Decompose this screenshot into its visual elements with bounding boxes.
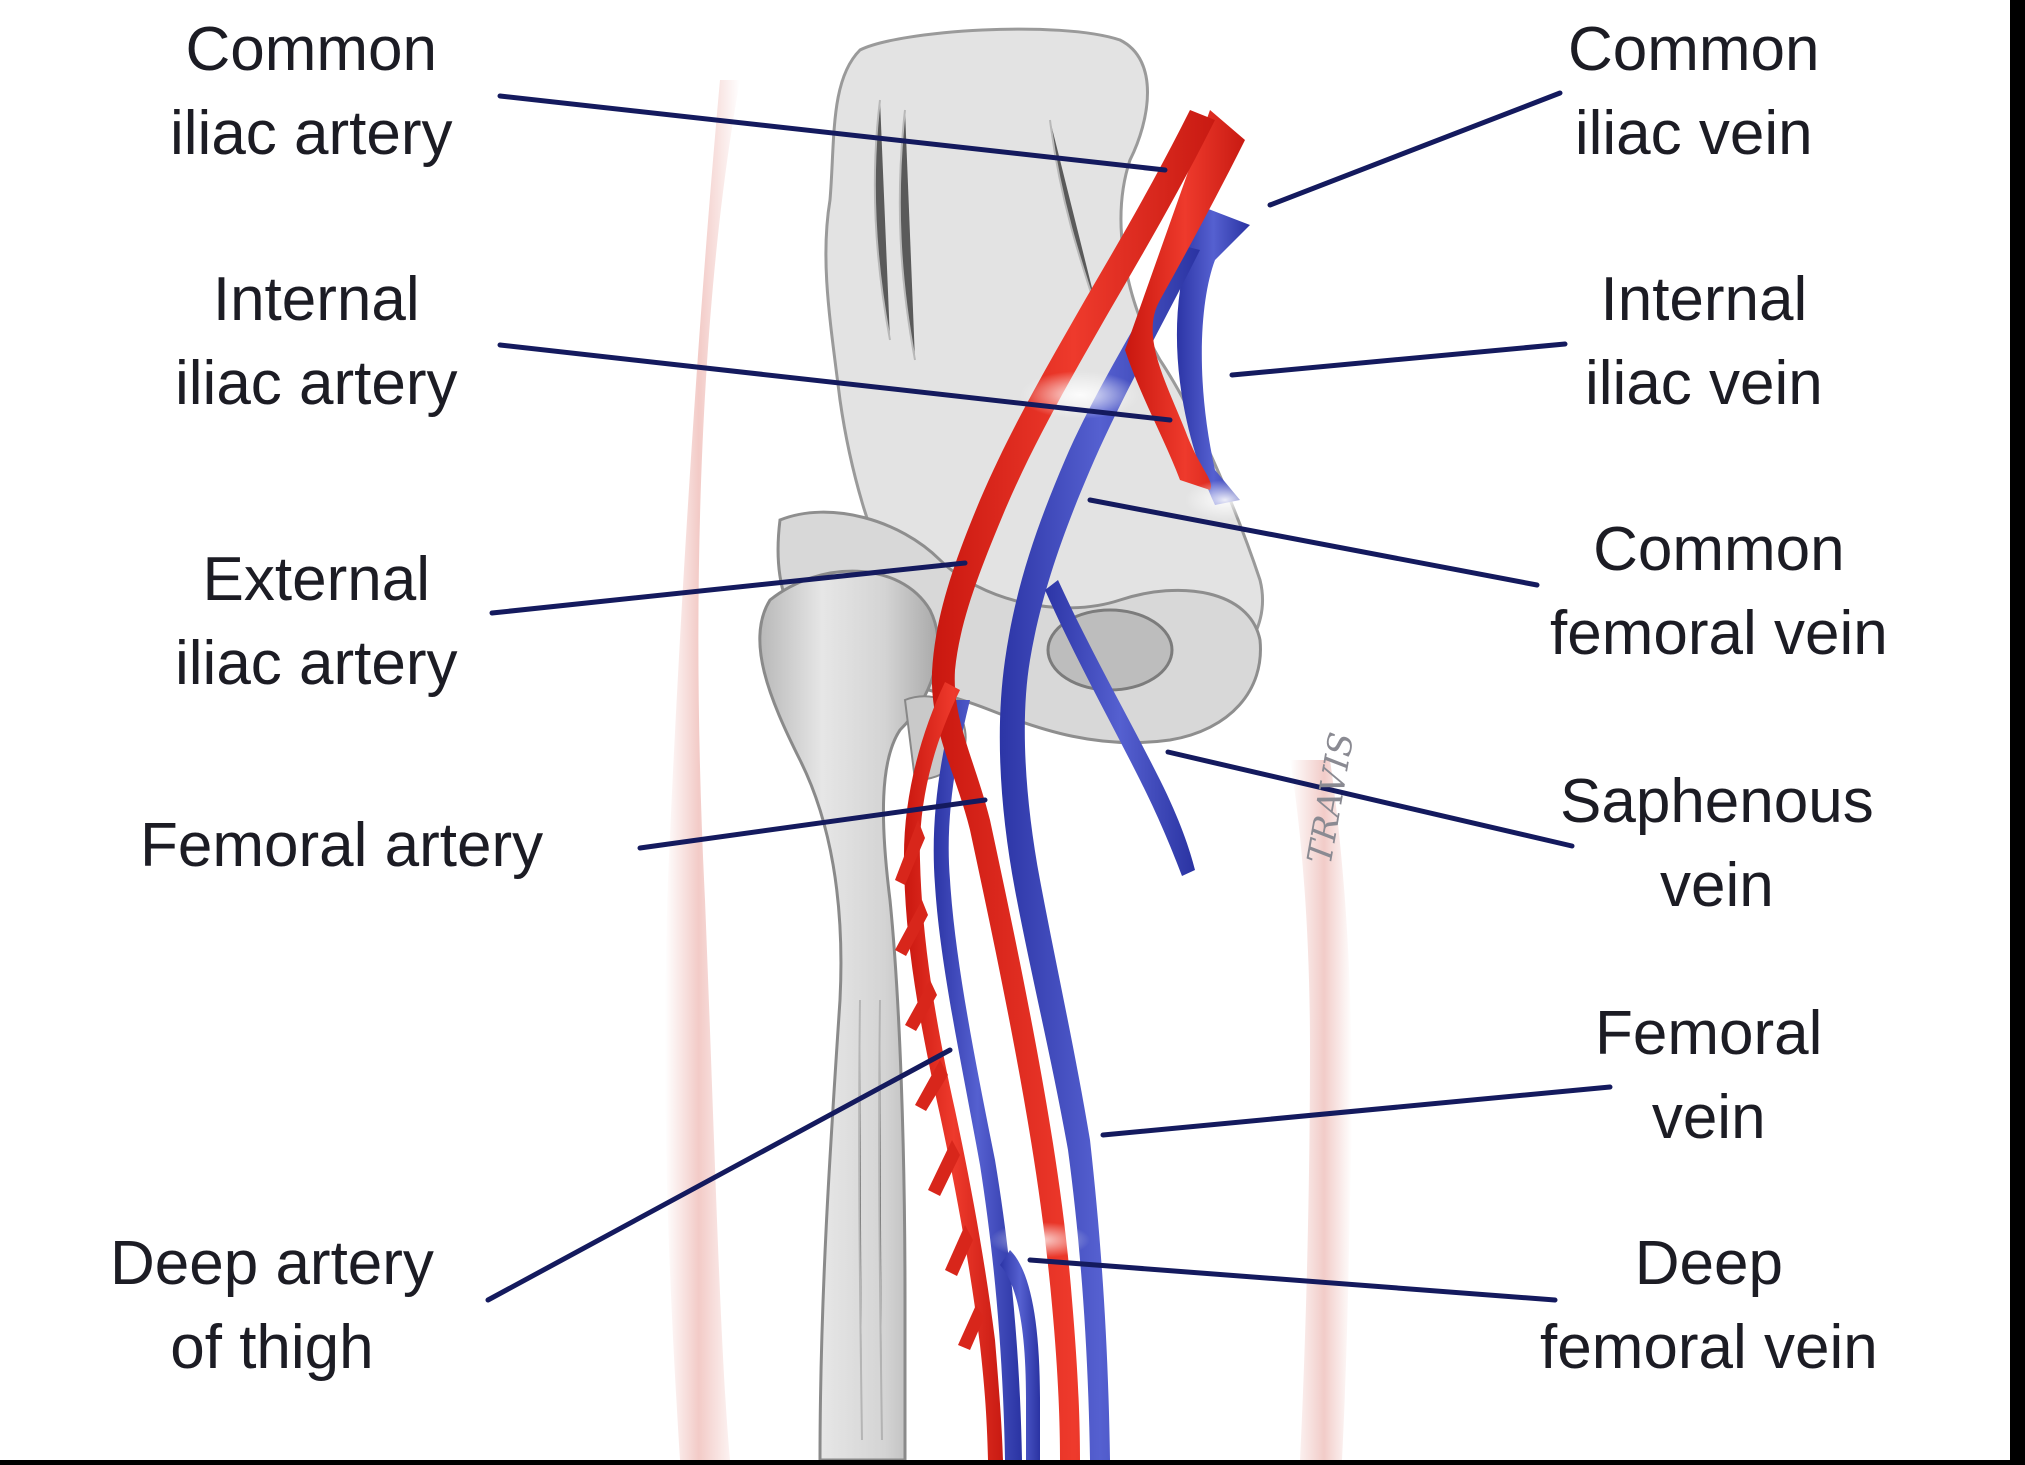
label-line: iliac vein [1585, 342, 1823, 426]
label-line: Common [170, 8, 453, 92]
label-line: Internal [175, 258, 458, 342]
label-femoral-vein: Femoral vein [1595, 992, 1822, 1160]
label-line: iliac artery [175, 342, 458, 426]
label-line: femoral vein [1540, 1306, 1878, 1390]
label-femoral-artery: Femoral artery [140, 804, 543, 888]
label-line: Deep artery [110, 1222, 434, 1306]
label-deep-artery-of-thigh: Deep artery of thigh [110, 1222, 434, 1390]
label-common-femoral-vein: Common femoral vein [1550, 508, 1888, 676]
label-line: Internal [1585, 258, 1823, 342]
label-line: Deep [1540, 1222, 1878, 1306]
label-common-iliac-artery: Common iliac artery [170, 8, 453, 176]
label-line: External [175, 538, 458, 622]
vessel-fade-2 [1185, 480, 1265, 520]
label-internal-iliac-vein: Internal iliac vein [1585, 258, 1823, 426]
label-line: femoral vein [1550, 592, 1888, 676]
label-line: Femoral [1595, 992, 1822, 1076]
label-line: vein [1595, 1076, 1822, 1160]
label-line: iliac vein [1568, 92, 1820, 176]
label-line: of thigh [110, 1306, 434, 1390]
label-saphenous-vein: Saphenous vein [1560, 760, 1874, 928]
label-internal-iliac-artery: Internal iliac artery [175, 258, 458, 426]
label-deep-femoral-vein: Deep femoral vein [1540, 1222, 1878, 1390]
label-line: Common [1550, 508, 1888, 592]
label-external-iliac-artery: External iliac artery [175, 538, 458, 706]
label-line: Common [1568, 8, 1820, 92]
label-line: Femoral artery [140, 804, 543, 888]
label-line: iliac artery [175, 622, 458, 706]
label-line: iliac artery [170, 92, 453, 176]
label-line: vein [1560, 844, 1874, 928]
vessel-fade-3 [990, 1222, 1090, 1258]
label-line: Saphenous [1560, 760, 1874, 844]
label-common-iliac-vein: Common iliac vein [1568, 8, 1820, 176]
